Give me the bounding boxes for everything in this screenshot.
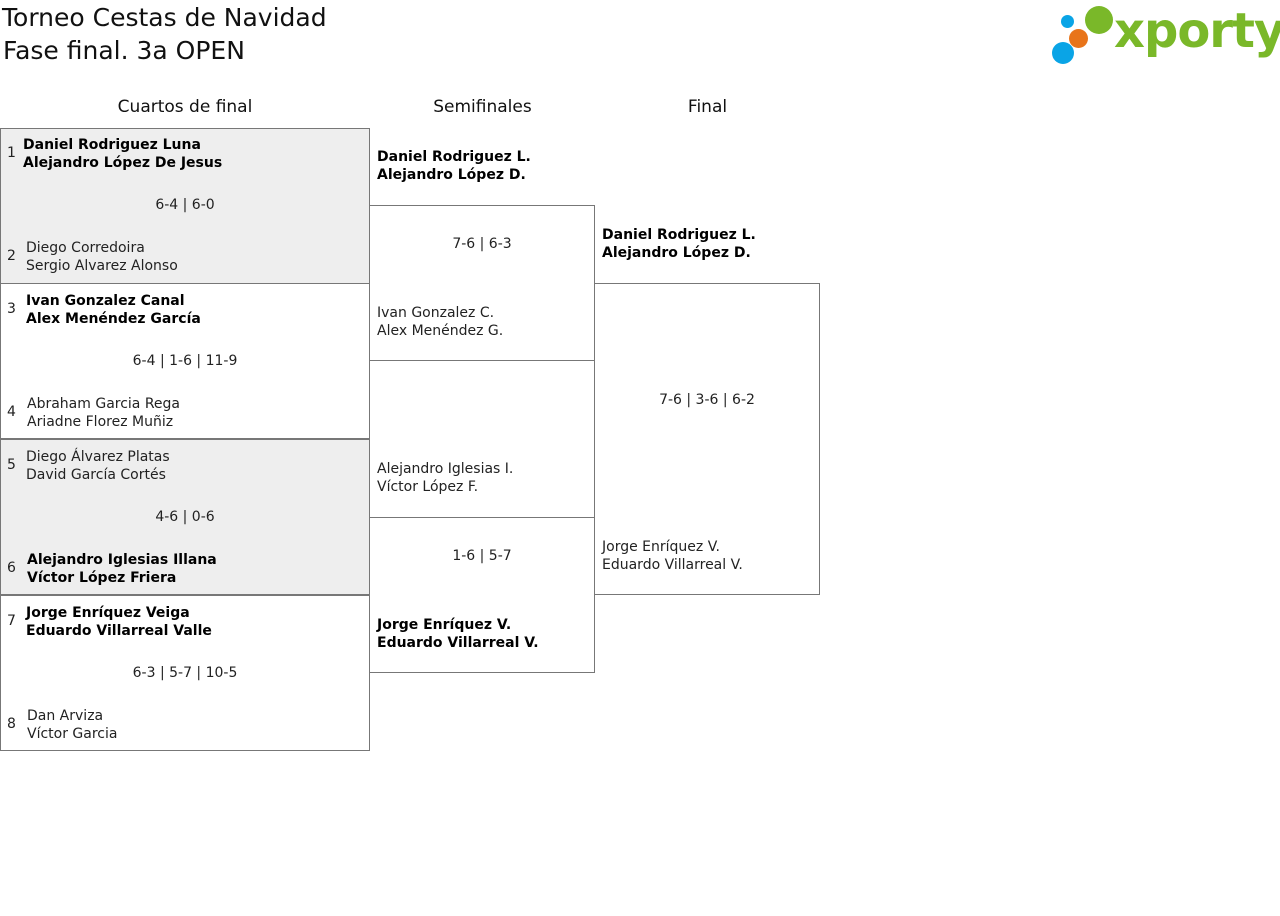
seed-number: 5	[7, 457, 16, 473]
seed-number: 7	[7, 613, 16, 629]
quarterfinal-match-4	[0, 595, 370, 751]
player-name: David García Cortés	[26, 467, 166, 483]
match-score: 6-4 | 1-6 | 11-9	[132, 353, 238, 369]
player-name: Alejandro López D.	[602, 245, 751, 261]
match-score: 7-6 | 3-6 | 6-2	[659, 392, 755, 408]
player-name: Alejandro Iglesias I.	[377, 461, 514, 477]
semifinal-match-2	[369, 517, 595, 673]
team-entry: Diego Álvarez Platas David García Cortés	[26, 448, 170, 484]
seed-number: 1	[7, 145, 16, 161]
player-name: Sergio Alvarez Alonso	[26, 258, 178, 274]
team-entry: Diego Corredoira Sergio Alvarez Alonso	[26, 239, 178, 275]
player-name: Eduardo Villarreal V.	[602, 557, 743, 573]
match-score: 1-6 | 5-7	[452, 548, 512, 564]
seed-number: 3	[7, 301, 16, 317]
player-name: Víctor López Friera	[27, 570, 177, 586]
player-name: Alejandro Iglesias Illana	[27, 552, 217, 568]
match-score: 6-3 | 5-7 | 10-5	[132, 665, 238, 681]
player-name: Diego Álvarez Platas	[26, 449, 170, 465]
player-name: Alex Menéndez García	[26, 311, 201, 327]
xporty-logo: xporty	[1050, 3, 1280, 68]
quarterfinal-match-3	[0, 439, 370, 595]
team-entry: Daniel Rodriguez Luna Alejandro López De…	[23, 136, 222, 172]
seed-number: 4	[7, 404, 16, 420]
player-name: Ivan Gonzalez Canal	[26, 293, 185, 309]
player-name: Ariadne Florez Muñiz	[27, 414, 174, 430]
team-entry: Daniel Rodriguez L. Alejandro López D.	[377, 148, 531, 184]
round-heading-semifinals: Semifinales	[433, 97, 532, 117]
player-name: Víctor Garcia	[27, 726, 118, 742]
quarterfinal-match-2	[0, 283, 370, 439]
player-name: Alejandro López De Jesus	[23, 155, 223, 171]
player-name: Daniel Rodriguez L.	[602, 227, 756, 243]
player-name: Dan Arviza	[27, 708, 104, 724]
player-name: Alex Menéndez G.	[377, 323, 504, 339]
match-score: 4-6 | 0-6	[155, 509, 215, 525]
team-entry: Alejandro Iglesias Illana Víctor López F…	[27, 551, 217, 587]
player-name: Daniel Rodriguez Luna	[23, 137, 201, 153]
logo-wordmark: xporty	[1114, 3, 1280, 59]
team-entry: Daniel Rodriguez L. Alejandro López D.	[602, 226, 756, 262]
player-name: Diego Corredoira	[26, 240, 145, 256]
semifinal-match-1	[369, 205, 595, 361]
round-heading-quarterfinals: Cuartos de final	[117, 97, 253, 117]
round-heading-final: Final	[687, 97, 728, 117]
player-name: Alejandro López D.	[377, 167, 526, 183]
team-entry: Jorge Enríquez V. Eduardo Villarreal V.	[377, 616, 539, 652]
seed-number: 8	[7, 716, 16, 732]
quarterfinal-match-1	[0, 128, 370, 284]
player-name: Eduardo Villarreal V.	[377, 635, 539, 651]
team-entry: Ivan Gonzalez C. Alex Menéndez G.	[377, 304, 503, 340]
player-name: Eduardo Villarreal Valle	[26, 623, 212, 639]
team-entry: Jorge Enríquez V. Eduardo Villarreal V.	[602, 538, 743, 574]
player-name: Jorge Enríquez V.	[377, 617, 512, 633]
player-name: Jorge Enríquez Veiga	[26, 605, 190, 621]
match-score: 6-4 | 6-0	[155, 197, 215, 213]
logo-dot-small-blue	[1061, 15, 1074, 28]
player-name: Daniel Rodriguez L.	[377, 149, 531, 165]
player-name: Víctor López F.	[377, 479, 479, 495]
logo-dot-green	[1085, 6, 1113, 34]
player-name: Abraham Garcia Rega	[27, 396, 181, 412]
team-entry: Alejandro Iglesias I. Víctor López F.	[377, 460, 513, 496]
match-score: 7-6 | 6-3	[452, 236, 512, 252]
tournament-subtitle: Fase final. 3a OPEN	[3, 36, 245, 65]
tournament-title: Torneo Cestas de Navidad	[2, 3, 327, 32]
final-match	[594, 283, 820, 595]
player-name: Jorge Enríquez V.	[602, 539, 720, 555]
team-entry: Jorge Enríquez Veiga Eduardo Villarreal …	[26, 604, 212, 640]
team-entry: Dan Arviza Víctor Garcia	[27, 707, 117, 743]
team-entry: Abraham Garcia Rega Ariadne Florez Muñiz	[27, 395, 180, 431]
player-name: Ivan Gonzalez C.	[377, 305, 495, 321]
logo-dot-blue	[1052, 42, 1074, 64]
seed-number: 2	[7, 248, 16, 264]
logo-dot-orange	[1069, 29, 1088, 48]
team-entry: Ivan Gonzalez Canal Alex Menéndez García	[26, 292, 201, 328]
seed-number: 6	[7, 560, 16, 576]
